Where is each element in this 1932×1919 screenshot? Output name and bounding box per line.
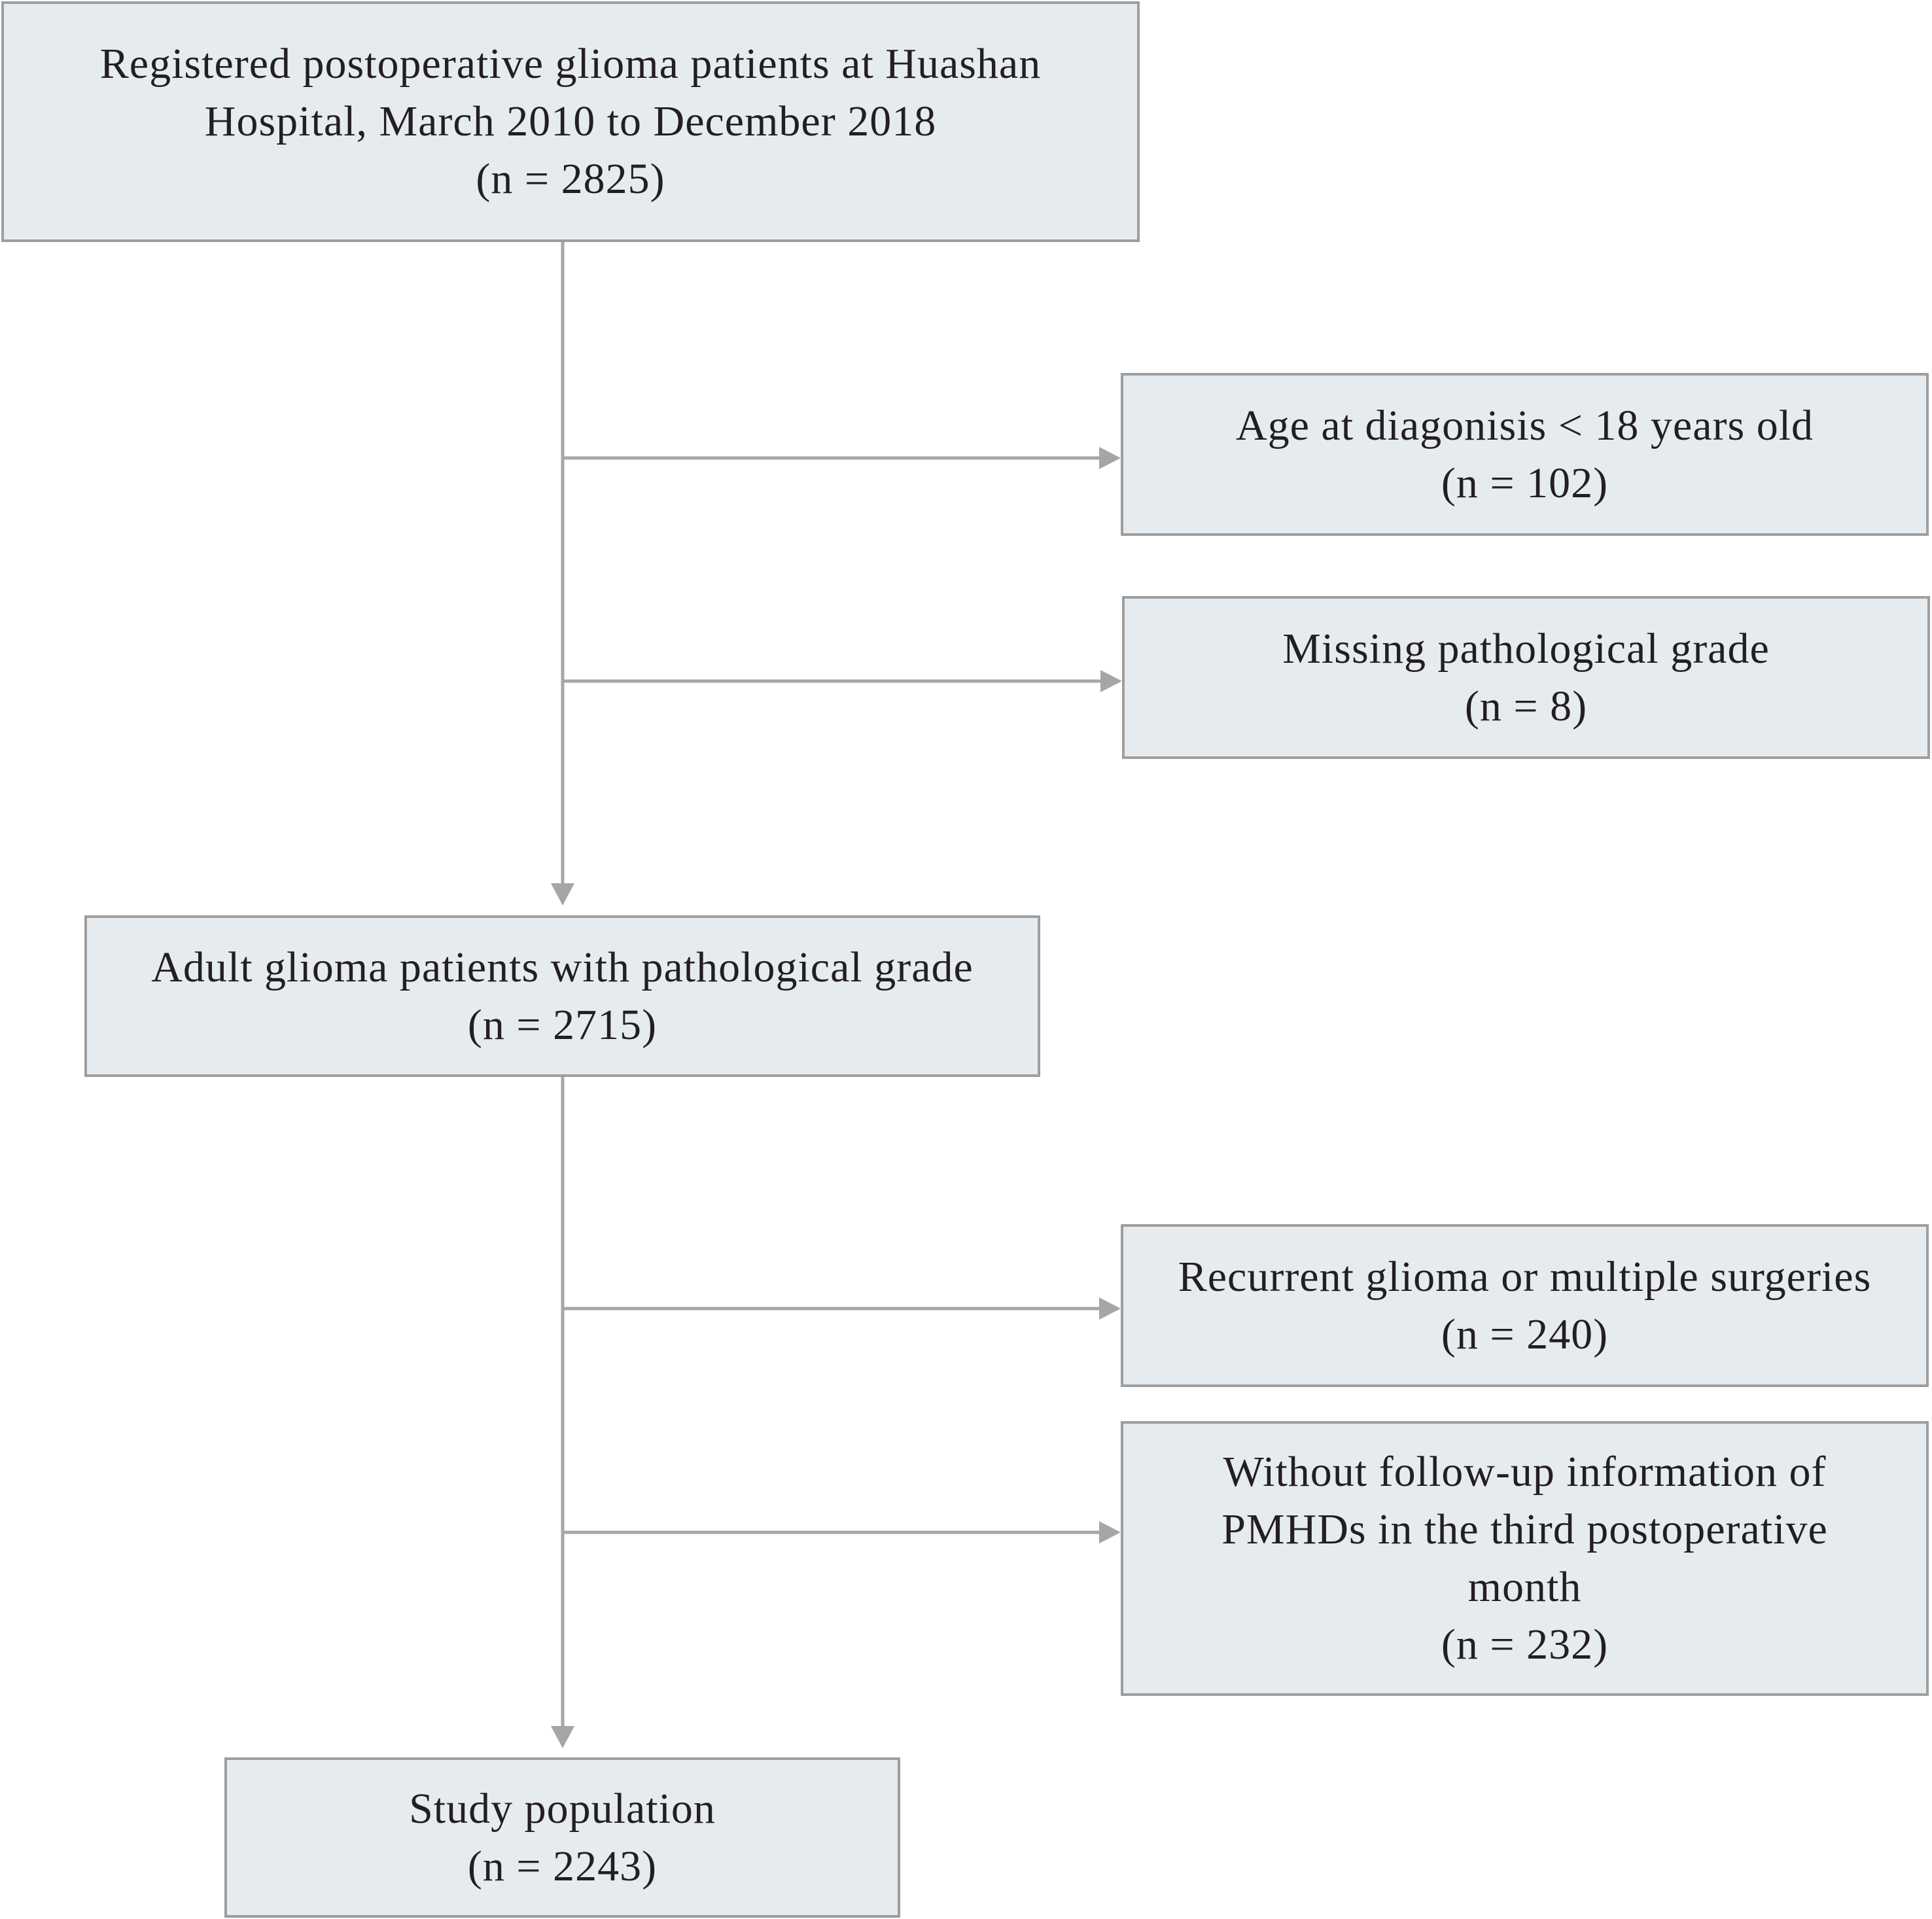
registered-patients-box: Registered postoperative glioma patients… xyxy=(1,1,1140,242)
registered-patients-count: (n = 2825) xyxy=(476,155,665,203)
study-population-label: Study population xyxy=(409,1784,716,1833)
registered-patients-line-2: Hospital, March 2010 to December 2018 xyxy=(204,97,937,145)
exclusion-age-box: Age at diagonisis < 18 years old (n = 10… xyxy=(1121,373,1929,536)
exclusion-recurrent-box: Recurrent glioma or multiple surgeries (… xyxy=(1121,1224,1929,1387)
arrowhead-to-followup xyxy=(1099,1521,1121,1543)
study-population-box: Study population (n = 2243) xyxy=(224,1757,900,1918)
exclusion-missing-grade-count: (n = 8) xyxy=(1464,682,1588,730)
exclusion-followup-box: Without follow-up information of PMHDs i… xyxy=(1121,1421,1929,1696)
arrowhead-to-age xyxy=(1099,447,1121,469)
adult-patients-label: Adult glioma patients with pathological … xyxy=(151,943,974,991)
exclusion-followup-line-3: month xyxy=(1467,1563,1582,1611)
exclusion-missing-grade-label: Missing pathological grade xyxy=(1282,624,1770,673)
exclusion-followup-line-2: PMHDs in the third postoperative xyxy=(1221,1505,1828,1553)
adult-patients-box: Adult glioma patients with pathological … xyxy=(84,915,1040,1077)
arrowhead-to-study xyxy=(551,1726,574,1748)
arrowhead-to-missing xyxy=(1100,670,1122,692)
exclusion-recurrent-count: (n = 240) xyxy=(1441,1310,1609,1358)
study-population-count: (n = 2243) xyxy=(467,1842,658,1890)
adult-patients-count: (n = 2715) xyxy=(467,1000,658,1049)
exclusion-followup-line-1: Without follow-up information of xyxy=(1223,1448,1827,1496)
exclusion-recurrent-label: Recurrent glioma or multiple surgeries xyxy=(1178,1252,1872,1301)
registered-patients-line-1: Registered postoperative glioma patients… xyxy=(99,40,1042,88)
exclusion-age-count: (n = 102) xyxy=(1441,459,1609,507)
exclusion-age-label: Age at diagonisis < 18 years old xyxy=(1235,401,1814,449)
exclusion-followup-count: (n = 232) xyxy=(1441,1621,1609,1668)
arrowhead-to-recurrent xyxy=(1099,1297,1121,1320)
exclusion-missing-grade-box: Missing pathological grade (n = 8) xyxy=(1122,596,1930,759)
arrowhead-to-adult xyxy=(551,883,574,906)
